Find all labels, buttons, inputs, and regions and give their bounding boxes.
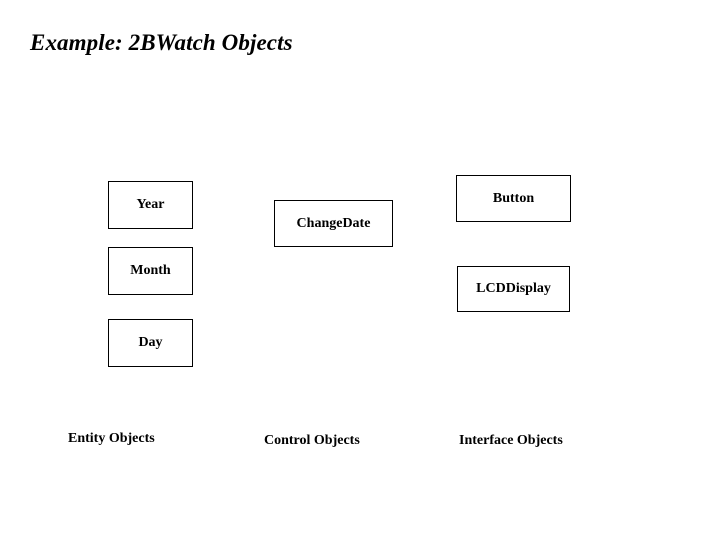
object-box-month[interactable]: Month: [108, 247, 193, 295]
object-box-lcddisplay[interactable]: LCDDisplay: [457, 266, 570, 312]
category-label-control-objects: Control Objects: [264, 433, 360, 448]
page-title: Example: 2BWatch Objects: [30, 30, 293, 55]
category-label-interface-objects: Interface Objects: [459, 433, 563, 448]
object-box-day[interactable]: Day: [108, 319, 193, 367]
object-box-changedate[interactable]: ChangeDate: [274, 200, 393, 247]
object-box-year[interactable]: Year: [108, 181, 193, 229]
category-label-entity-objects: Entity Objects: [68, 431, 155, 446]
object-box-button[interactable]: Button: [456, 175, 571, 222]
